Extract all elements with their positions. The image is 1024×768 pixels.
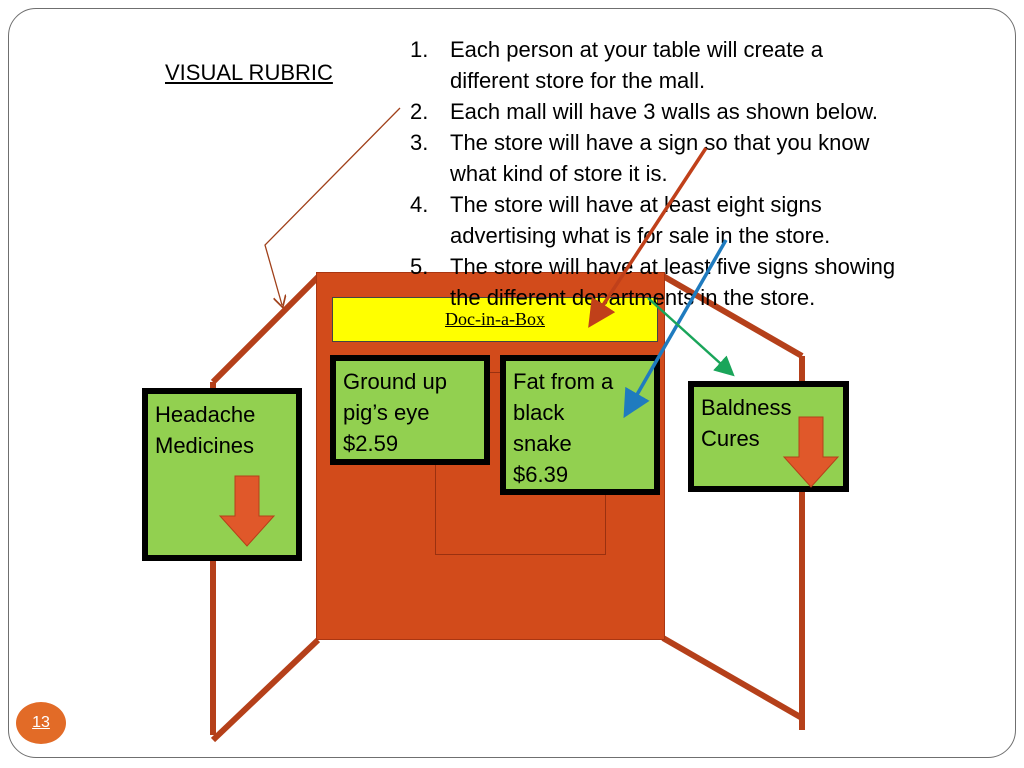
rule-number: 2.	[410, 99, 429, 124]
sign-line: Headache	[155, 402, 256, 427]
rule-line: advertising what is for sale in the stor…	[450, 223, 831, 248]
sign-line: Ground up	[343, 369, 447, 394]
sign-headache-medicines: Headache Medicines	[142, 388, 302, 561]
rule-item: 4. The store will have at least eight si…	[410, 189, 990, 251]
sign-ground-up-pigs-eye: Ground up pig’s eye $2.59	[330, 355, 490, 465]
sign-line: $2.59	[343, 431, 399, 456]
rule-line: The store will have a sign so that you k…	[450, 130, 870, 155]
rule-item: 1. Each person at your table will create…	[410, 34, 990, 96]
page-title: VISUAL RUBRIC	[165, 60, 333, 85]
rule-line: the different departments in the store.	[450, 285, 816, 310]
page-number: 13	[32, 714, 50, 731]
rule-number: 3.	[410, 130, 429, 155]
sign-line: Cures	[701, 426, 760, 451]
sign-line: Medicines	[155, 433, 255, 458]
sign-line: snake	[513, 431, 572, 456]
right-wall-bottom-edge	[661, 635, 804, 721]
rules-list: 1. Each person at your table will create…	[410, 34, 990, 313]
rule-line: The store will have at least eight signs	[450, 192, 822, 217]
rule-number: 4.	[410, 192, 429, 217]
rule-item: 5. The store will have at least five sig…	[410, 251, 990, 313]
rule-line: Each mall will have 3 walls as shown bel…	[450, 99, 878, 124]
rule-item: 2. Each mall will have 3 walls as shown …	[410, 96, 990, 127]
sign-line: Fat from a	[513, 369, 614, 394]
down-arrow-icon	[218, 475, 276, 547]
sign-fat-from-black-snake: Fat from a black snake $6.39	[500, 355, 660, 495]
rule-line: what kind of store it is.	[450, 161, 668, 186]
rule-number: 5.	[410, 254, 429, 279]
rule-line: Each person at your table will create a	[450, 37, 823, 62]
slide-frame	[8, 8, 1016, 758]
sign-line: $6.39	[513, 462, 569, 487]
sign-line: black	[513, 400, 565, 425]
rule-line: different store for the mall.	[450, 68, 706, 93]
left-wall-bottom-edge	[210, 637, 321, 743]
sign-baldness-cures: Baldness Cures	[688, 381, 849, 492]
sign-line: pig’s eye	[343, 400, 430, 425]
rule-number: 1.	[410, 37, 429, 62]
page-number-badge: 13	[16, 702, 66, 744]
down-arrow-icon	[782, 416, 840, 488]
left-wall-top-edge	[210, 274, 321, 385]
rule-line: The store will have at least five signs …	[450, 254, 896, 279]
rule-item: 3. The store will have a sign so that yo…	[410, 127, 990, 189]
store-name-text: Doc-in-a-Box	[445, 309, 545, 329]
